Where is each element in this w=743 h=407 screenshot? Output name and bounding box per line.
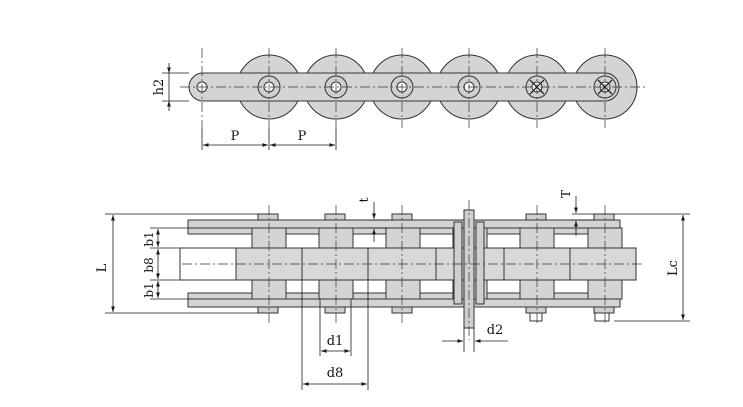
label-d8: d8: [327, 366, 344, 381]
label-b1-top: b1: [142, 231, 156, 246]
top-side-view: h2 P P: [152, 48, 645, 150]
bottom-plan-view: L b1 b8 b1 t T: [95, 190, 690, 390]
label-t: t: [357, 197, 371, 202]
label-Lc: Lc: [666, 260, 681, 276]
dim-t: [370, 202, 390, 242]
dim-d2: [442, 328, 508, 352]
dim-b1-b8: [150, 227, 188, 300]
dim-pitch: [201, 128, 337, 150]
top-centerlines: [180, 48, 645, 128]
label-d2: d2: [487, 323, 504, 338]
dim-d8: [301, 280, 369, 390]
label-pitch-1: P: [231, 129, 240, 144]
label-b8: b8: [142, 257, 156, 272]
dim-h2: [162, 63, 189, 111]
label-b1-bottom: b1: [142, 282, 156, 297]
label-pitch-2: P: [298, 129, 307, 144]
cotter-pins: [529, 312, 610, 322]
dim-L: [105, 213, 258, 314]
bottom-centerlines: [182, 200, 645, 340]
dim-T: [572, 196, 594, 236]
roller-discs: [236, 54, 638, 120]
dim-d1: [319, 299, 352, 356]
label-T: T: [559, 190, 573, 198]
label-d1: d1: [327, 334, 344, 349]
label-L: L: [95, 263, 110, 272]
dim-Lc: [614, 213, 690, 322]
label-h2: h2: [152, 79, 167, 96]
